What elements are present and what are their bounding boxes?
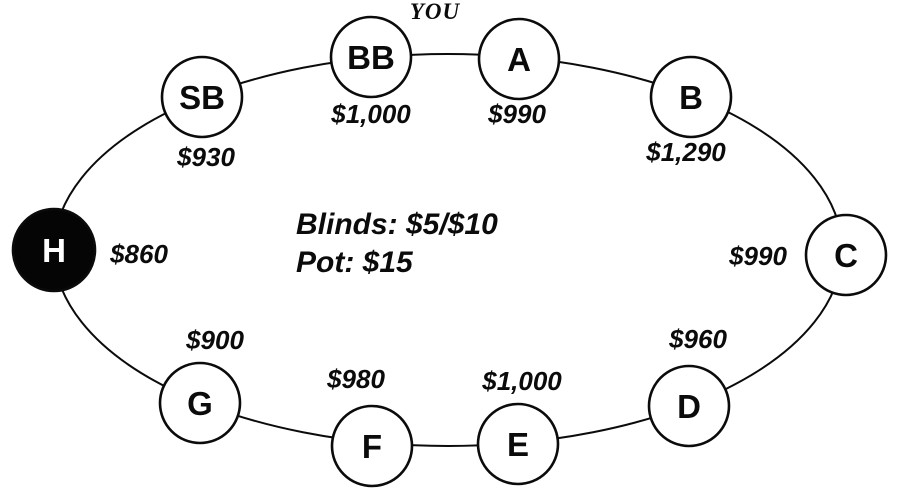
seat-c: C $990	[728, 213, 888, 297]
seat-a-stack: $990	[487, 99, 546, 129]
seat-c-label: C	[834, 237, 858, 274]
seat-sb-stack: $930	[176, 142, 235, 172]
seat-d: D $960	[647, 324, 731, 448]
seat-a: A $990	[477, 17, 561, 129]
seat-bb-label: BB	[347, 39, 395, 76]
seat-e-label: E	[507, 426, 529, 463]
seat-b-stack: $1,290	[645, 137, 726, 167]
seat-f-stack: $980	[326, 364, 385, 394]
seat-h: H $860	[11, 207, 168, 293]
seat-g-label: G	[187, 385, 213, 422]
seat-bb-stack: $1,000	[330, 99, 411, 129]
seat-f-circle	[330, 404, 414, 488]
seat-d-circle	[647, 364, 731, 448]
seat-a-circle	[477, 17, 561, 101]
you-label: YOU	[410, 0, 461, 24]
seat-f: F $980	[326, 364, 414, 488]
seat-bb: BB $1,000	[329, 15, 413, 129]
seat-e: E $1,000	[476, 366, 562, 486]
seat-sb-label: SB	[179, 79, 225, 116]
seat-b-circle	[649, 55, 733, 139]
seat-g-circle	[158, 361, 242, 445]
seat-c-circle	[804, 213, 888, 297]
blinds-label: Blinds: $5/$10	[296, 208, 498, 241]
seat-b: B $1,290	[645, 55, 733, 167]
seat-a-label: A	[507, 41, 531, 78]
seat-b-label: B	[679, 79, 703, 116]
pot-label: Pot: $15	[296, 246, 414, 279]
seat-h-label: H	[42, 232, 66, 269]
seat-g: G $900	[158, 325, 244, 445]
seat-d-stack: $960	[668, 324, 727, 354]
seat-e-stack: $1,000	[481, 366, 562, 396]
seat-g-stack: $900	[185, 325, 244, 355]
seat-h-circle	[11, 207, 97, 293]
seat-c-stack: $990	[728, 241, 787, 271]
seat-sb: SB $930	[160, 55, 244, 172]
seat-e-circle	[476, 402, 560, 486]
seat-d-label: D	[677, 388, 701, 425]
seat-sb-circle	[160, 55, 244, 139]
seat-h-stack: $860	[109, 239, 168, 269]
seat-bb-circle	[329, 15, 413, 99]
seat-f-label: F	[362, 428, 382, 465]
